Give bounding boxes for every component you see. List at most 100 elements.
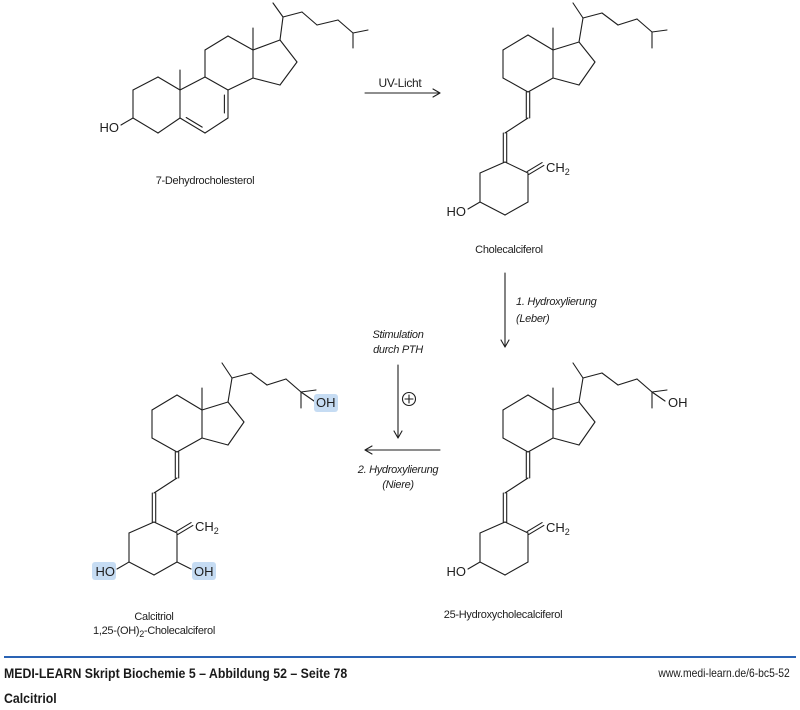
bond	[352, 29, 369, 34]
bond	[132, 117, 159, 134]
bond	[572, 362, 584, 379]
bond	[552, 437, 580, 446]
bond	[128, 561, 155, 576]
bond	[337, 19, 354, 34]
reaction-arrow-kidney: Stimulation durch PTH + 2. Hydroxylierun…	[357, 329, 441, 491]
bond	[552, 41, 580, 51]
bond	[250, 372, 268, 386]
bond	[227, 401, 245, 423]
bond	[578, 61, 596, 86]
bond	[502, 437, 529, 453]
stimulation-plus-circle-icon	[401, 391, 417, 407]
bond	[552, 401, 580, 411]
compound-synonym-calcitriol: 1,25-(OH)2-Cholecalciferol	[93, 625, 215, 639]
bond	[252, 77, 281, 86]
regulation-label-line1: Stimulation	[372, 329, 423, 341]
bond	[651, 389, 668, 393]
synonym-subscript: 2	[139, 629, 144, 639]
bond	[132, 76, 159, 91]
bond-1-hydroxyl	[176, 561, 192, 570]
methylene-group-label: CH2	[546, 160, 570, 177]
methylene-group-label: CH2	[195, 519, 219, 536]
bond	[578, 41, 596, 63]
bond	[300, 389, 317, 393]
reaction-label-kidney-line2: (Niere)	[382, 479, 414, 491]
exocyclic-double-bond	[526, 161, 543, 173]
bond	[617, 18, 638, 26]
synonym-part-1: 1,25-(OH)	[93, 625, 139, 637]
reaction-arrow-uv: UV-Licht	[364, 76, 441, 98]
methylene-ch: CH	[546, 160, 565, 175]
bond	[527, 437, 554, 453]
bond	[279, 61, 298, 86]
hydroxyl-group-label: HO	[447, 564, 467, 579]
methylene-ch: CH	[546, 520, 565, 535]
bond	[527, 394, 554, 411]
arrow-head-right-icon	[432, 88, 441, 98]
stimulation-plus-sign: +	[405, 393, 412, 407]
exocyclic-double-bond	[528, 164, 545, 176]
bond	[502, 34, 529, 51]
compound-name-cholecalciferol: Cholecalciferol	[475, 244, 543, 256]
bond	[578, 17, 584, 43]
bond	[504, 521, 529, 534]
footer-url: www.medi-learn.de/6-bc5-52	[658, 666, 790, 680]
bond	[157, 76, 181, 91]
arrow-head-left-icon	[364, 445, 373, 455]
bond	[227, 421, 245, 446]
bond	[504, 561, 529, 576]
bond	[221, 362, 233, 379]
compound-25-hydroxycholecalciferol: HO OH CH2 25-Hydroxycholecalciferol	[444, 362, 688, 621]
compound-7-dehydrocholesterol: HO 7-Dehydrocholesterol	[100, 2, 369, 187]
bond	[651, 29, 668, 33]
methylene-subscript: 2	[565, 527, 570, 537]
double-bond-inner-line	[185, 116, 203, 128]
bond	[153, 521, 178, 534]
bond	[617, 378, 638, 386]
bond	[467, 201, 481, 210]
bond	[636, 378, 653, 393]
highlight-1-hydroxyl	[192, 562, 216, 580]
bond	[227, 35, 254, 51]
bond	[231, 372, 252, 379]
bond	[316, 19, 339, 26]
bond	[552, 77, 580, 86]
bond	[128, 521, 155, 534]
hydroxyl-25-label: OH	[316, 395, 336, 410]
bond	[201, 401, 229, 411]
compound-cholecalciferol: HO CH2 Cholecalciferol	[447, 2, 668, 256]
exocyclic-double-bond	[528, 524, 545, 536]
bond	[266, 378, 287, 386]
hydroxyl-group-label: HO	[447, 204, 467, 219]
bond	[479, 521, 506, 534]
bond	[479, 201, 506, 216]
bond	[504, 201, 529, 216]
methylene-group-label: CH2	[546, 520, 570, 537]
bond	[502, 77, 529, 93]
bond	[601, 12, 619, 26]
compound-name-7-dehydrocholesterol: 7-Dehydrocholesterol	[156, 175, 255, 187]
bond	[282, 11, 303, 18]
bond	[467, 561, 481, 570]
bond	[527, 34, 554, 51]
bond	[153, 477, 178, 494]
hydroxyl-group-label: HO	[100, 120, 120, 135]
bond	[201, 437, 229, 446]
highlight-25-hydroxyl	[314, 394, 338, 412]
exocyclic-double-bond	[177, 524, 194, 536]
bond	[176, 437, 203, 453]
exocyclic-double-bond	[526, 521, 543, 533]
bond	[157, 117, 181, 134]
bond	[151, 394, 178, 411]
bond-25-hydroxyl	[300, 391, 315, 402]
bond	[120, 117, 134, 126]
bond	[179, 76, 206, 91]
bond	[572, 2, 584, 19]
reaction-label-uv-light: UV-Licht	[379, 76, 423, 90]
bond	[601, 372, 619, 386]
bond	[504, 117, 529, 134]
bond	[179, 117, 206, 134]
bond	[204, 76, 229, 91]
footer-caption: Calcitriol	[4, 690, 57, 706]
bond	[504, 161, 529, 174]
